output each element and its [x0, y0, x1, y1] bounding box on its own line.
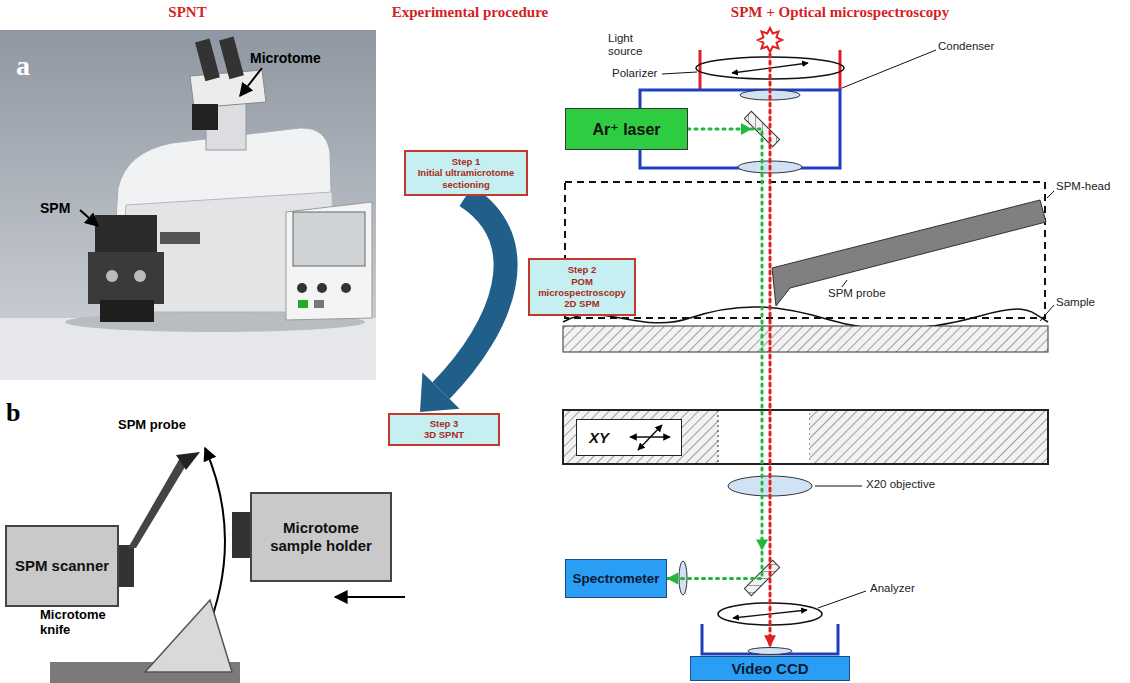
box-text: Spectrometer — [572, 571, 659, 587]
step-box: Step 33D SPNT — [388, 413, 500, 446]
optical-setup-part — [563, 326, 1048, 352]
optical-setup-part — [565, 182, 1045, 318]
part-name: Light source — [608, 32, 658, 58]
panel-heading: SPNT — [0, 4, 375, 21]
part-name: SPM — [40, 200, 80, 216]
optical-setup-part — [1040, 305, 1054, 321]
part-name: Analyzer — [870, 582, 950, 595]
microtome-photo-part — [106, 270, 118, 282]
step-box: Step 1Initial ultramicrotome sectioning — [404, 150, 528, 196]
box-text: 3D SPNT — [424, 429, 464, 440]
holder-box: Microtome sample holder — [250, 492, 392, 582]
panel-letter: a — [16, 50, 46, 82]
optical-setup-part — [842, 50, 936, 88]
microtome-photo-part — [297, 283, 307, 293]
box-text: Microtome sample holder — [256, 519, 386, 555]
optical-setup-part — [718, 410, 810, 464]
panel-heading: SPM + Optical microspectroscopy — [620, 4, 1060, 21]
optical-setup — [563, 28, 1054, 655]
optical-setup-part — [818, 591, 866, 608]
part-name: SPM probe — [118, 418, 208, 433]
procedure-arrow-body — [441, 196, 506, 391]
laser-box: Ar⁺ laser — [565, 108, 688, 150]
microtome-photo-part — [88, 252, 164, 304]
sectioning-scheme-part — [176, 452, 200, 470]
microtome-photo-part — [293, 212, 365, 266]
optical-setup-part — [638, 425, 662, 450]
optical-setup-part — [728, 476, 812, 496]
beam-arrow-head — [741, 123, 752, 135]
beam-arrow-head — [756, 540, 768, 551]
part-name: Microtome knife — [40, 608, 132, 638]
optical-setup-part — [758, 28, 782, 52]
part-name: X20 objective — [866, 478, 976, 491]
microtome-photo-part — [190, 70, 266, 108]
box-text: POM microspectroscopy 2D SPM — [534, 276, 630, 310]
part-name: SPM probe — [828, 287, 908, 300]
microtome-photo-part — [317, 283, 327, 293]
procedure-arrow — [420, 196, 506, 412]
box-text: SPM scanner — [15, 557, 109, 575]
sectioning-scheme-part — [128, 458, 188, 548]
box-text: Initial ultramicrotome sectioning — [410, 167, 522, 190]
sectioning-scheme-part — [335, 596, 405, 598]
optical-setup-part — [1047, 191, 1054, 198]
microtome-photo-part — [100, 300, 154, 322]
microtome-photo-part — [134, 270, 146, 282]
part-name: Condenser — [938, 40, 1018, 53]
optical-setup-part — [563, 410, 1048, 464]
optical-setup-part — [772, 200, 1046, 306]
optical-setup-part — [563, 410, 718, 464]
panel-letter: b — [6, 398, 36, 428]
microtome-photo-part — [192, 104, 218, 130]
microtome-photo-part — [219, 37, 244, 80]
sectioning-scheme-part — [232, 512, 250, 558]
optical-setup-part — [576, 419, 682, 456]
box-heading: Step 1 — [452, 156, 481, 167]
spectrometer-box: Spectrometer — [565, 559, 667, 598]
optical-setup-part — [815, 486, 862, 487]
sectioning-scheme-part — [119, 545, 134, 587]
optical-setup-part — [699, 50, 702, 90]
laser-beam-line — [667, 129, 762, 579]
microtome-photo-part — [298, 300, 308, 308]
optical-setup-part — [842, 280, 847, 287]
step-box: Step 2POM microspectroscopy 2D SPM — [528, 258, 636, 316]
microtome-photo-part — [240, 68, 262, 96]
box-heading: Step 3 — [430, 418, 459, 429]
optical-setup-part — [769, 54, 772, 646]
panel-heading: Experimental procedure — [370, 4, 570, 21]
optical-setup-part — [662, 72, 697, 74]
part-name: SPM-head — [1056, 180, 1122, 193]
camera-box: Video CCD — [690, 656, 850, 681]
sectioning-scheme-part — [145, 600, 232, 672]
box-text: XY — [589, 429, 609, 446]
scanner-box: SPM scanner — [5, 525, 119, 607]
laser-beam — [667, 123, 768, 585]
stage-box: XY — [576, 419, 682, 456]
microtome-photo-part — [314, 300, 324, 308]
microtome-photo-part — [0, 30, 376, 380]
beam-arrow-head — [667, 573, 678, 585]
part-name: Sample — [1056, 296, 1116, 309]
procedure-arrow-head — [420, 372, 460, 412]
optical-setup-part — [810, 410, 1048, 464]
microtome-photo-part — [341, 283, 351, 293]
box-text: Ar⁺ laser — [592, 120, 660, 139]
part-name: Polarizer — [612, 67, 664, 80]
microtome-photo — [0, 30, 376, 380]
microtome-photo-part — [80, 210, 98, 226]
microtome-photo-part — [95, 215, 157, 255]
optical-setup-part — [748, 648, 792, 655]
microtome-photo-part — [160, 232, 200, 244]
part-name: Microtome — [250, 50, 340, 66]
box-text: Video CCD — [731, 660, 808, 677]
optical-setup-part — [839, 50, 842, 90]
microtome-photo-part — [286, 202, 372, 320]
microtome-photo-part — [195, 39, 220, 82]
box-heading: Step 2 — [568, 264, 597, 275]
